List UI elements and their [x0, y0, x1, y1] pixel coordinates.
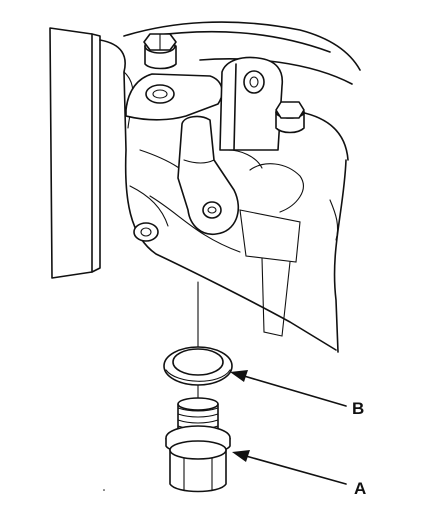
- speck: [103, 489, 105, 491]
- drain-plug: [165, 397, 231, 493]
- mount-bracket: [125, 73, 223, 121]
- sealing-washer: [163, 346, 233, 386]
- hook-bracket: [219, 56, 284, 151]
- label-a: A: [354, 479, 366, 498]
- link-plate: [177, 115, 240, 235]
- arrow-b: [230, 370, 347, 407]
- top-bolt: [143, 33, 177, 70]
- arrow-a: [232, 450, 347, 485]
- right-bolt: [275, 101, 305, 134]
- label-b: B: [352, 399, 364, 418]
- transmission-housing: [49, 21, 361, 353]
